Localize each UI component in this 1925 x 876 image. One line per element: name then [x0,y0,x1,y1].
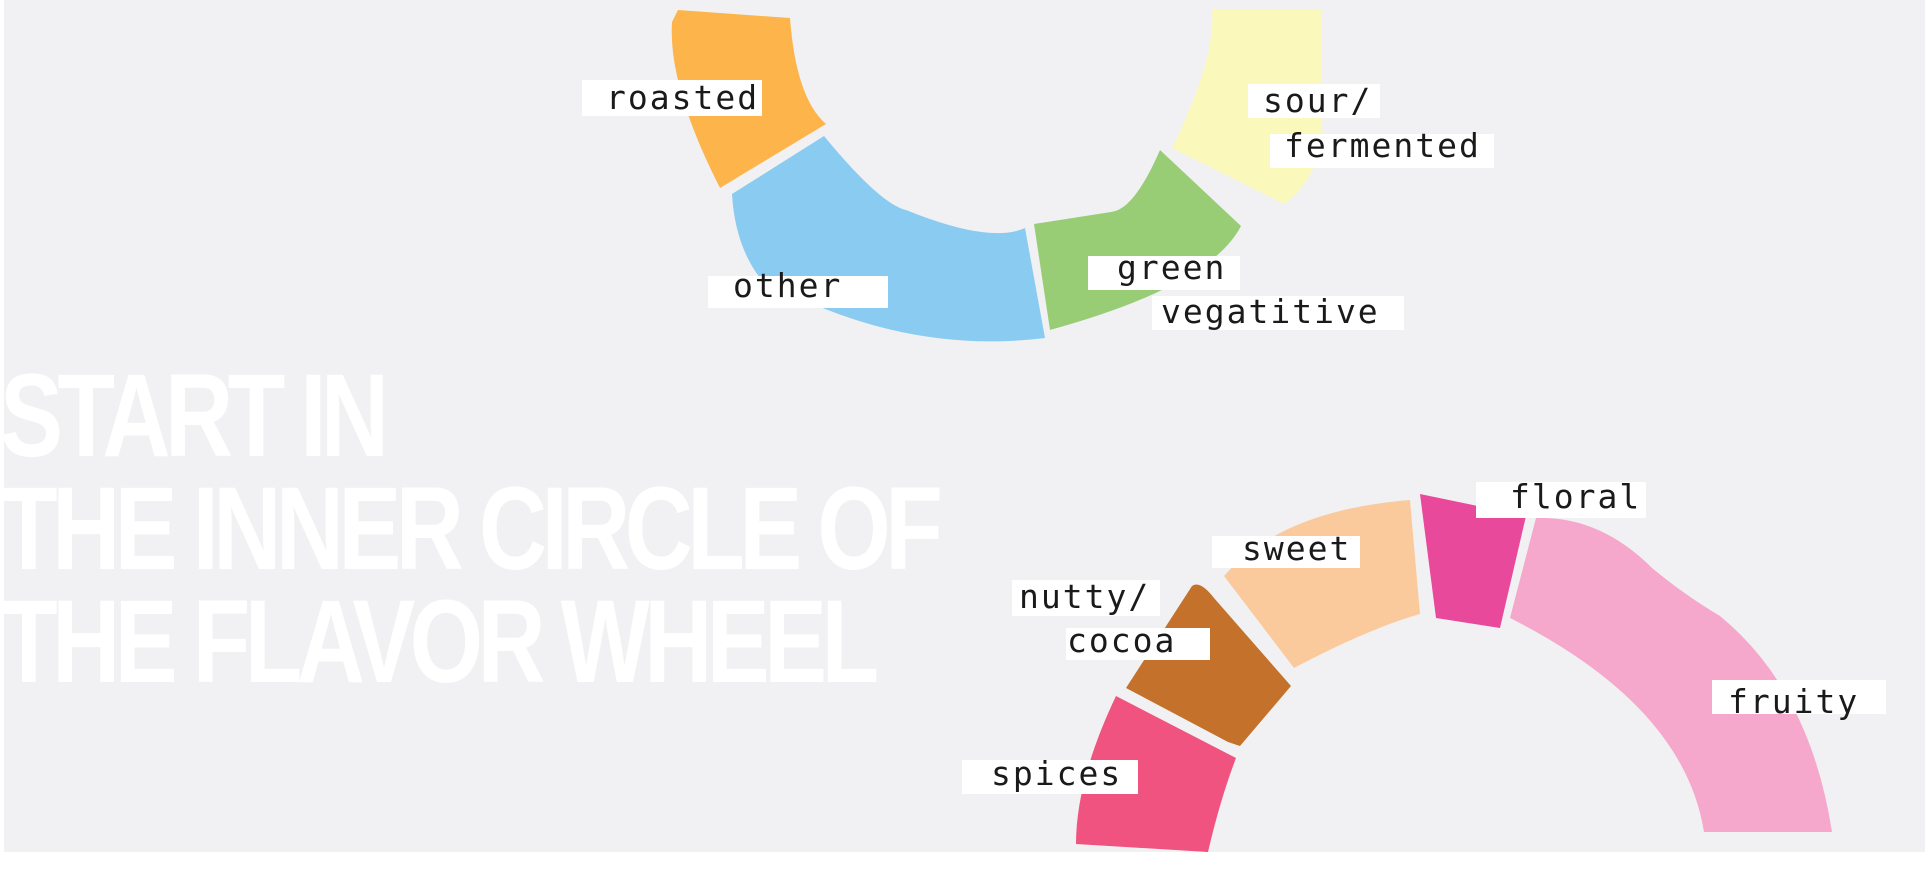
sour-label: sour/ [1263,81,1372,120]
fermented-label-bg [1270,134,1494,168]
sweet-label: sweet [1242,529,1351,568]
headline-line-2: THE INNER CIRCLE OF [0,463,943,595]
fruity-segment [1510,517,1832,832]
vegatitive-label-bg [1152,296,1404,330]
green-label-bg [1088,256,1240,290]
cocoa-label-bg [1066,628,1210,660]
roasted-label: roasted [606,78,759,117]
fermented-label: fermented [1284,126,1481,165]
spices-label: spices [991,754,1122,793]
other-label-bg [708,276,888,308]
floral-label-bg [1476,482,1646,518]
headline-line-1: START IN [0,350,389,482]
roasted-label-bg [582,80,762,116]
floral-label: floral [1510,477,1641,516]
floral-segment [1420,494,1526,628]
other-label: other [733,266,842,305]
green-vegatitive-segment [1034,150,1241,330]
cocoa-label: cocoa [1067,621,1176,660]
spices-segment [1076,696,1236,852]
nutty-label: nutty/ [1019,577,1150,616]
sour-label-bg [1248,84,1380,118]
sweet-label-bg [1212,536,1360,568]
fruity-label: fruity [1728,682,1859,721]
spices-label-bg [962,760,1138,794]
nutty-label-bg [1012,580,1160,616]
headline: START IN THE INNER CIRCLE OF THE FLAVOR … [0,350,943,708]
headline-line-3: THE FLAVOR WHEEL [0,576,879,708]
nutty-cocoa-segment [1126,584,1291,746]
vegatitive-label: vegatitive [1161,292,1380,331]
green-label: green [1117,248,1226,287]
background-panel [4,0,1925,852]
fruity-label-bg [1712,680,1886,714]
